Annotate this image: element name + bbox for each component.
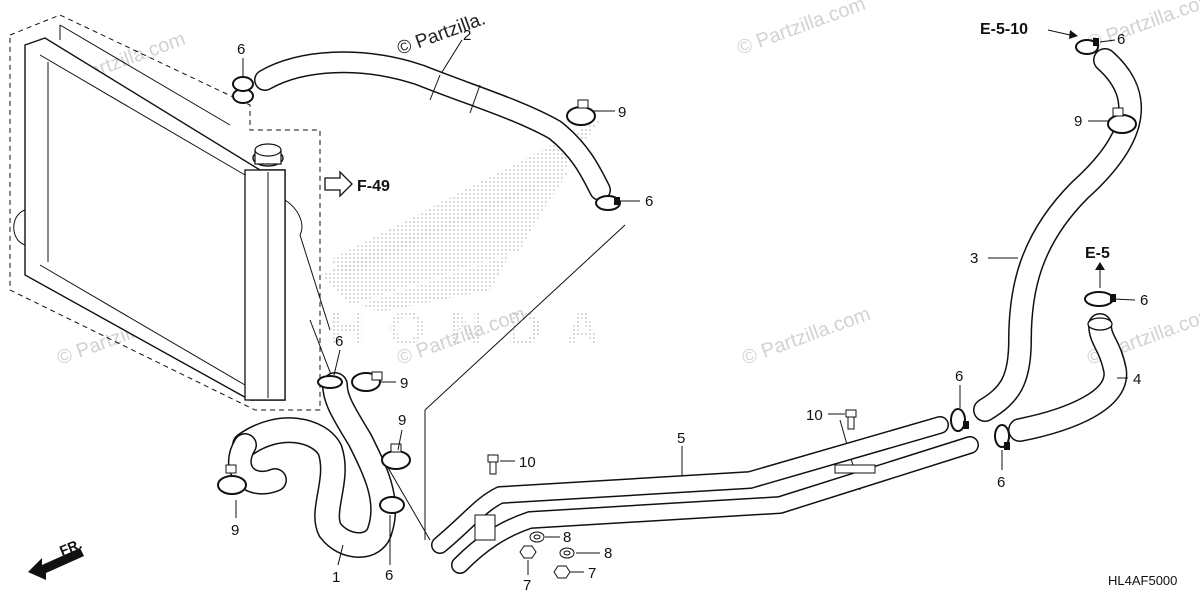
watermark: © Partzilla.com (734, 0, 868, 60)
watermark: © Partzilla. (395, 8, 489, 59)
reference-labels: E-5-10 E-5 F-49 (357, 21, 1110, 262)
bolt-10-icon (487, 454, 499, 475)
callout-9: 9 (400, 375, 408, 392)
callout-leaders (235, 29, 1136, 575)
clamp-9-icon (381, 443, 411, 470)
callout-6: 6 (385, 567, 393, 584)
hose-2 (254, 51, 611, 201)
hollow-arrow-icon (324, 170, 353, 198)
washer-8-icon (529, 531, 545, 543)
ref-e-5: E-5 (1085, 245, 1110, 262)
callout-6: 6 (955, 368, 963, 385)
watermark: © Partzilla.com (739, 303, 873, 370)
clamp-6-icon (232, 76, 254, 104)
nut-7-icon (519, 545, 537, 559)
pipe-5 (431, 416, 979, 574)
callout-6: 6 (335, 333, 343, 350)
clamp-9-icon (217, 464, 247, 495)
callout-8: 8 (563, 529, 571, 546)
radiator (9, 14, 321, 411)
callout-10: 10 (519, 454, 536, 471)
callout-6: 6 (237, 41, 245, 58)
clamp-6-icon (595, 195, 621, 211)
callout-4: 4 (1133, 371, 1141, 388)
clamps (217, 38, 1137, 514)
callout-6: 6 (645, 193, 653, 210)
callout-2: 2 (463, 27, 471, 44)
clamp-9-icon (1107, 107, 1137, 134)
callout-8: 8 (604, 545, 612, 562)
arrow-up-icon (1095, 262, 1105, 270)
fasteners (487, 409, 857, 579)
clamp-9-icon (566, 99, 596, 126)
ref-e-5-10: E-5-10 (980, 21, 1028, 38)
bolt-10-icon (845, 409, 857, 430)
clamp-6-icon (1075, 38, 1099, 55)
callout-labels: 6 2 9 6 6 9 3 6 4 6 9 9 9 1 6 5 10 10 8 … (231, 27, 1148, 594)
callout-1: 1 (332, 569, 340, 586)
watermark: © Partzilla.com (1084, 0, 1200, 55)
front-label: FR. (57, 535, 84, 558)
callout-6: 6 (997, 474, 1005, 491)
callout-9: 9 (231, 522, 239, 539)
callout-6: 6 (1140, 292, 1148, 309)
logo-wordmark: HONDA (330, 303, 600, 356)
honda-logo: HONDA (320, 120, 600, 356)
clamp-6-icon (317, 375, 343, 389)
callout-9: 9 (1074, 113, 1082, 130)
clamp-6-icon (994, 424, 1010, 450)
arrow-right-icon (1069, 30, 1078, 39)
clamp-6-icon (950, 408, 969, 432)
ref-arrow-f49 (324, 170, 353, 198)
clamp-6-icon (379, 496, 405, 514)
nut-7-icon (553, 565, 571, 579)
ref-f-49: F-49 (357, 178, 390, 195)
callout-5: 5 (677, 430, 685, 447)
callout-10: 10 (806, 407, 823, 424)
clamp-9-icon (351, 371, 383, 392)
callout-9: 9 (398, 412, 406, 429)
front-arrow-icon (28, 548, 84, 580)
callout-7: 7 (588, 565, 596, 582)
hose-1 (227, 372, 397, 558)
diagram-code: HL4AF5000 (1108, 573, 1177, 588)
front-indicator: FR. (28, 535, 84, 580)
clamp-6-icon (1084, 291, 1116, 307)
callout-6: 6 (1117, 31, 1125, 48)
hose-4 (1008, 313, 1128, 442)
callout-3: 3 (970, 250, 978, 267)
washer-8-icon (559, 547, 575, 559)
callout-9: 9 (618, 104, 626, 121)
callout-7: 7 (523, 577, 531, 594)
